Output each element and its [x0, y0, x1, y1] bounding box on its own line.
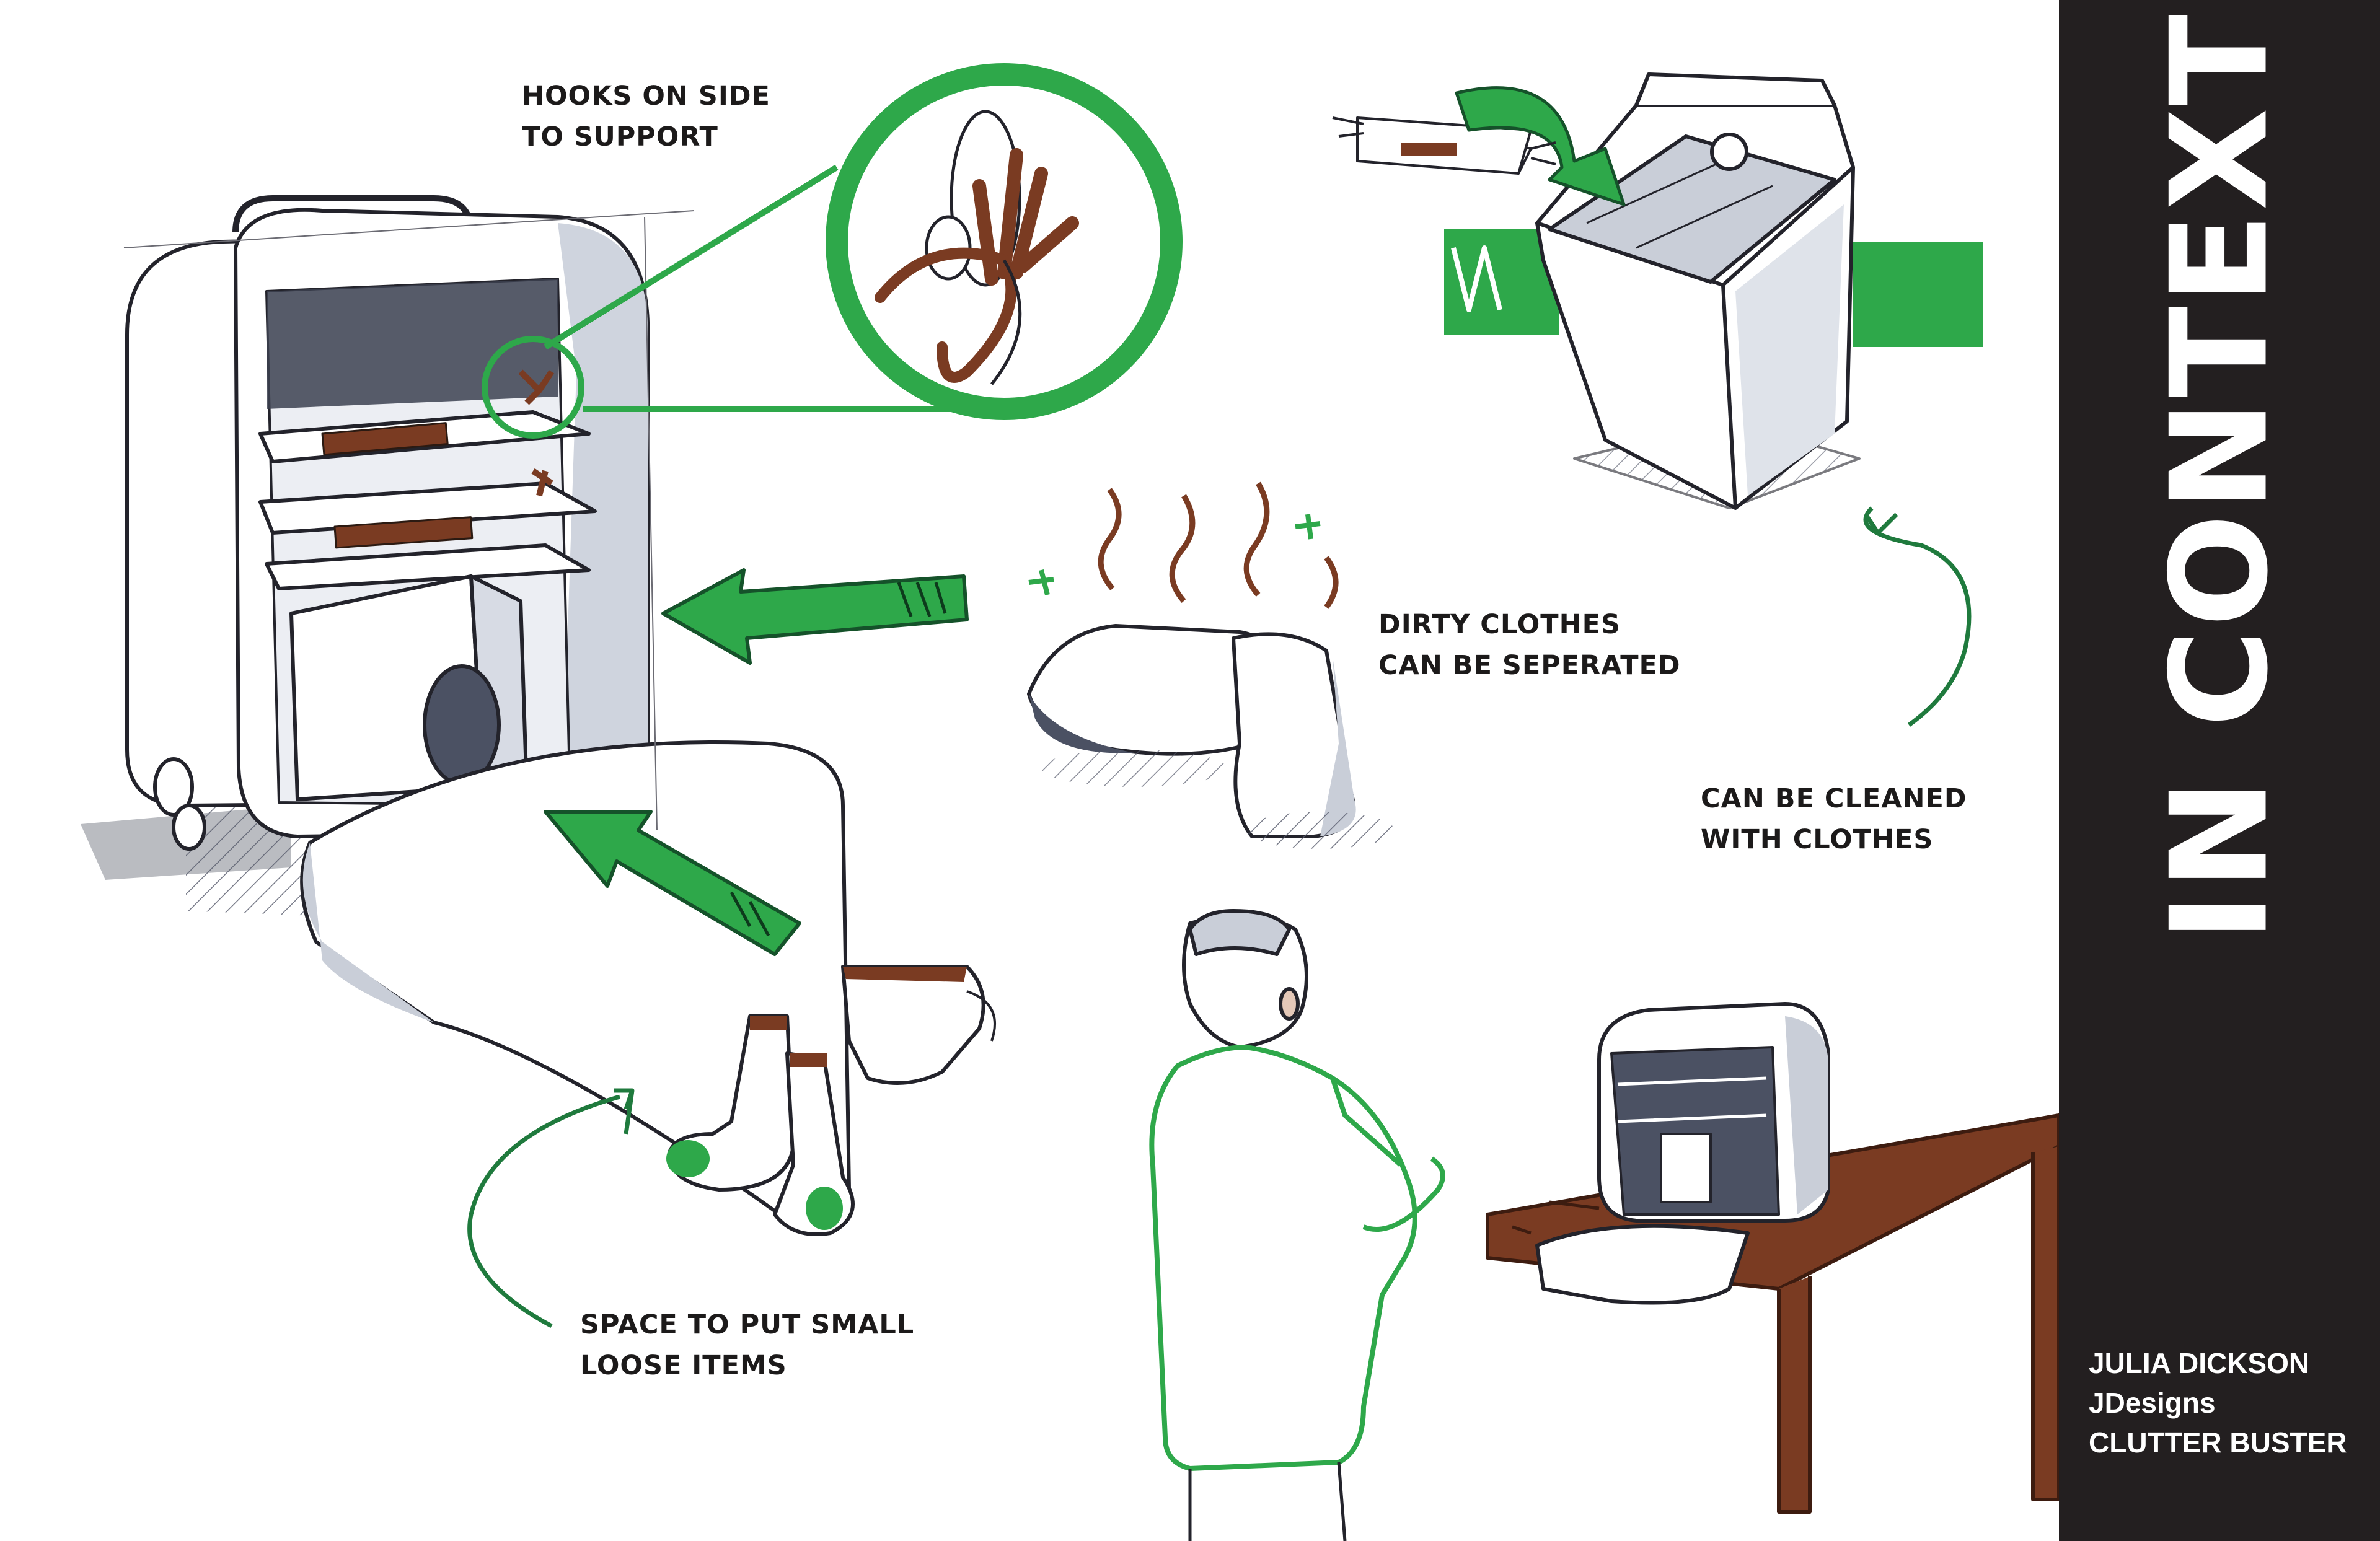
annotation-dirty-clothes: DIRTY CLOTHES CAN BE SEPERATED [1378, 609, 1681, 681]
title-sidebar: IN CONTEXT JULIA DICKSON JDesigns CLUTTE… [2059, 0, 2380, 1541]
annotation-cleaned: CAN BE CLEANED WITH CLOTHES [1701, 783, 1967, 855]
washing-machine-sketch [1332, 72, 1983, 727]
hook-detail-callout [482, 63, 1183, 439]
loose-items-sketch [467, 965, 996, 1328]
concept-sketch: HOOKS ON SIDE TO SUPPORT DIRTY CLOTHES C… [81, 63, 2059, 1541]
person-sketch [1149, 909, 1445, 1541]
dirty-clothes-sketch [1027, 481, 1395, 849]
panel-title: IN CONTEXT [2141, 12, 2298, 942]
product-name: CLUTTER BUSTER [2089, 1426, 2347, 1459]
credits-block: JULIA DICKSON JDesigns CLUTTER BUSTER [2089, 1343, 2347, 1462]
arrow-from-clothes [661, 568, 969, 665]
author-name: JULIA DICKSON [2089, 1347, 2310, 1379]
annotation-hooks: HOOKS ON SIDE TO SUPPORT [522, 81, 770, 152]
table-scene-sketch [1486, 1002, 2059, 1514]
annotation-loose-items: SPACE TO PUT SMALL LOOSE ITEMS [580, 1309, 915, 1381]
arrow-from-socks [544, 810, 801, 956]
studio-name: JDesigns [2089, 1387, 2216, 1419]
